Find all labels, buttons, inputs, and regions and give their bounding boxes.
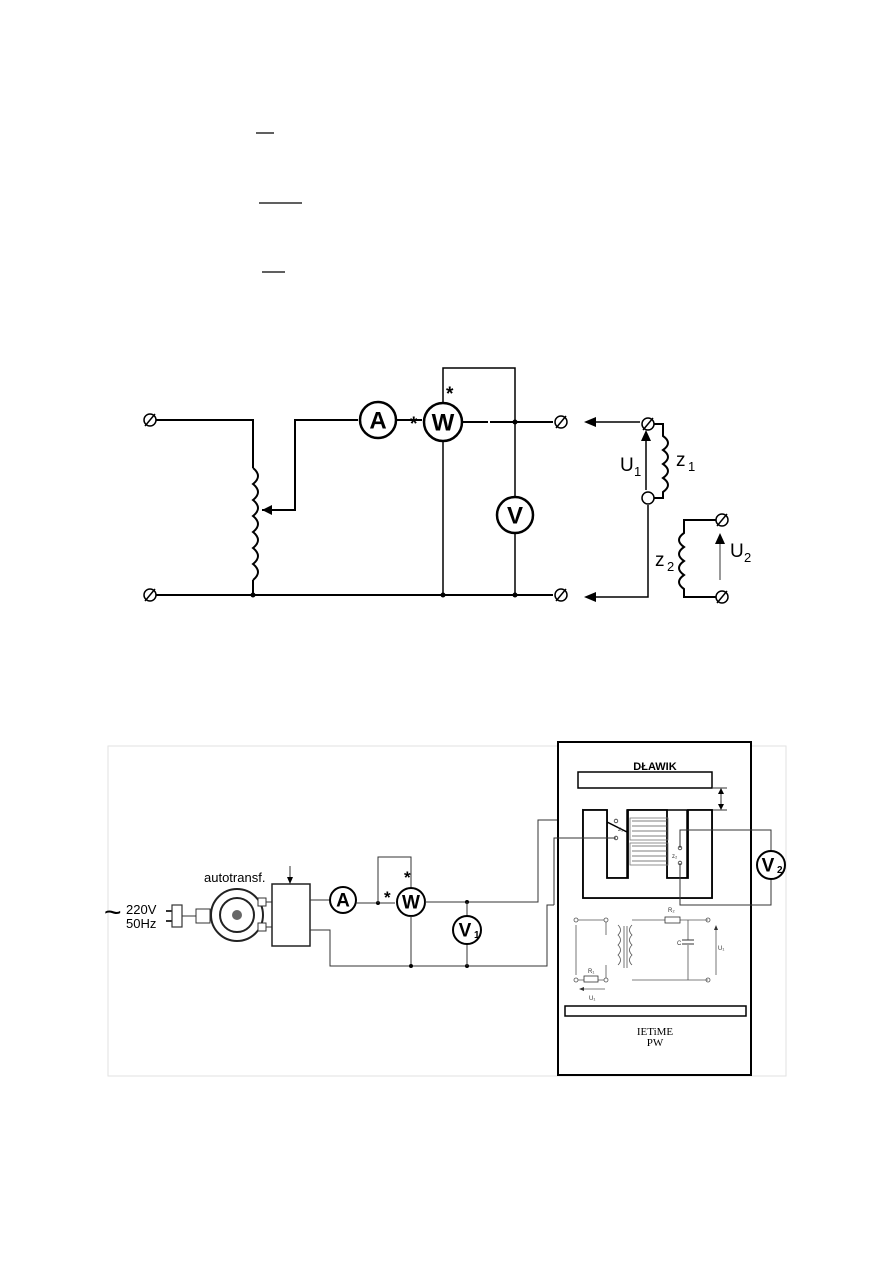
setup-wattmeter-star-current: * [384, 888, 391, 907]
autotransformer-device [210, 888, 272, 942]
formula-fraction-bars [256, 132, 302, 273]
wattmeter-label: W [432, 410, 455, 437]
inner-panel-schematic: R₁ R₂ C U₁ U₁ [573, 908, 724, 1002]
inner-u-bottom-label: U₁ [589, 996, 595, 1002]
autotransformer-label: autotransf. [204, 870, 265, 885]
output-terminal-bottom [554, 588, 568, 602]
panel-label-line2: PW [647, 1037, 664, 1049]
setup-v2-label: V [762, 856, 775, 877]
ammeter-label: A [369, 408, 386, 435]
z1-label: z [676, 450, 686, 471]
output-terminal-top [554, 415, 568, 429]
control-box [271, 883, 311, 947]
u1-label: U [620, 455, 634, 476]
supply-voltage: 220V [126, 902, 157, 917]
setup-wattmeter-star-voltage: * [404, 868, 411, 887]
choke-title: DŁAWIK [633, 761, 676, 773]
inner-r2-label: R₂ [668, 908, 675, 914]
u1-subscript: 1 [634, 464, 641, 479]
setup-voltmeter-v1 [452, 915, 482, 945]
inner-c-label: C [677, 941, 682, 947]
plug-icon [166, 904, 211, 928]
wattmeter-current-star: * [410, 414, 418, 435]
lab-setup-drawing: ~ 220V 50Hz autotransf. A [104, 741, 787, 1077]
u2-label: U [730, 541, 744, 562]
core-z2-label: z₂ [672, 854, 678, 860]
measurement-schematic: A * W * V [143, 367, 751, 604]
input-terminal-bottom [143, 588, 157, 602]
z2-label: z [655, 550, 665, 571]
z2-subscript: 2 [667, 559, 674, 574]
voltmeter-label: V [507, 503, 523, 530]
inner-u-right-label: U₁ [718, 946, 724, 952]
supply-frequency: 50Hz [126, 916, 156, 931]
setup-v2-subscript: 2 [777, 865, 783, 876]
autotransformer-wiper [262, 419, 358, 511]
setup-ammeter [329, 886, 357, 914]
inner-r1-label: R₁ [588, 969, 594, 975]
choke-top-plate [577, 771, 713, 789]
choke-cabinet [557, 741, 752, 1076]
autotransformer-coil [251, 467, 259, 581]
setup-voltmeter-v2 [756, 850, 786, 880]
setup-wattmeter-label: W [402, 893, 420, 914]
choke-bottom-plate [564, 1005, 747, 1017]
ac-tilde: ~ [104, 896, 122, 929]
core-windings [629, 817, 669, 866]
setup-v1-subscript: 1 [474, 930, 480, 941]
input-terminal-top [143, 413, 157, 427]
core-z1-label: z₁ [618, 827, 623, 833]
setup-ammeter-label: A [336, 891, 350, 912]
panel-label-line1: IETiME [637, 1026, 674, 1038]
setup-v1-label: V [459, 921, 472, 942]
u2-subscript: 2 [744, 550, 751, 565]
wattmeter-voltage-star: * [446, 384, 454, 405]
coil-z2 [678, 513, 729, 604]
z1-subscript: 1 [688, 459, 695, 474]
coil-z1 [641, 417, 669, 505]
